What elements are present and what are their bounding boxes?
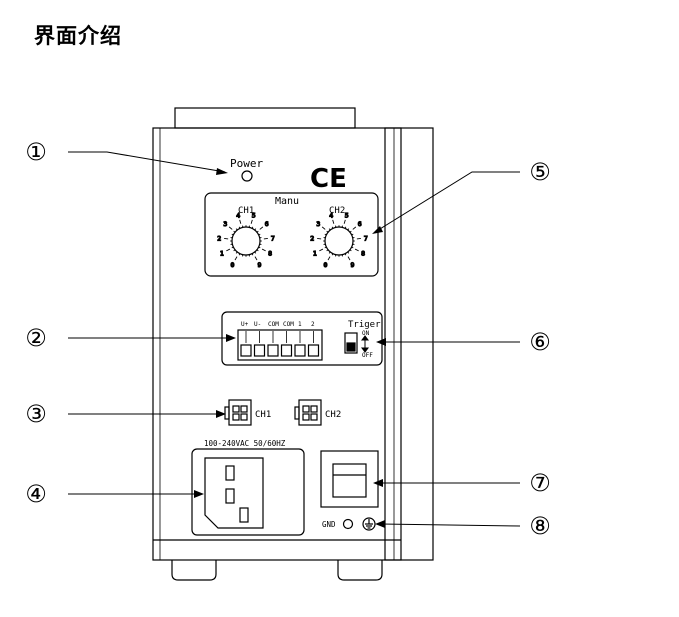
side-housing xyxy=(384,127,434,561)
voltage-label: 100-240VAC 50/60HZ xyxy=(204,439,286,448)
knob-scale-label: 4 xyxy=(236,212,240,220)
manu-label: Manu xyxy=(275,196,299,207)
terminal-block xyxy=(237,329,323,361)
knob-scale-label: 1 xyxy=(220,250,224,258)
leader-1 xyxy=(68,151,226,173)
terminal-screw xyxy=(240,344,252,357)
power-switch-bezel xyxy=(320,450,379,508)
ac-inlet xyxy=(191,448,305,536)
knob-scale-label: 6 xyxy=(358,220,362,228)
knob-scale-label: 5 xyxy=(252,212,256,220)
manual-panel xyxy=(204,192,379,277)
callout-1: ① xyxy=(25,138,47,166)
knob-scale-label: 3 xyxy=(223,220,227,228)
knob-scale-label: 8 xyxy=(268,250,272,258)
knob-scale-label: 9 xyxy=(351,261,355,269)
trigger-off-label: OFF xyxy=(362,352,373,359)
terminal-screw xyxy=(294,344,306,357)
knob-scale-label: 1 xyxy=(313,250,317,258)
knob-scale-label: 5 xyxy=(345,212,349,220)
callout-2: ② xyxy=(25,324,47,352)
ch1-connector-label: CH1 xyxy=(255,410,271,420)
terminal-label: 1 xyxy=(298,321,302,328)
ch1-knob-label: CH1 xyxy=(238,206,254,216)
terminal-screw xyxy=(267,344,279,357)
knob-scale-label: 3 xyxy=(316,220,320,228)
callout-8: ⑧ xyxy=(529,512,551,540)
trigger-label: Triger xyxy=(348,320,381,330)
power-indicator xyxy=(241,170,253,182)
ch2-knob-label: CH2 xyxy=(329,206,345,216)
ce-mark: CE xyxy=(310,164,347,194)
callout-6: ⑥ xyxy=(529,328,551,356)
top-handle xyxy=(174,107,356,129)
ch1-connector xyxy=(224,399,252,426)
knob-scale-label: 7 xyxy=(271,234,275,242)
knob-scale-label: 0 xyxy=(324,261,328,269)
terminal-screw xyxy=(307,344,320,357)
callout-5: ⑤ xyxy=(529,158,551,186)
knob-scale-label: 6 xyxy=(265,220,269,228)
knob-scale-label: 8 xyxy=(361,250,365,258)
leader-5 xyxy=(374,171,520,233)
ch2-connector-label: CH2 xyxy=(325,410,341,420)
gnd-hole xyxy=(342,518,354,530)
knob-scale-label: 2 xyxy=(217,234,221,242)
terminal-label: COM xyxy=(268,321,279,328)
callout-4: ④ xyxy=(25,480,47,508)
ch2-connector xyxy=(294,399,322,426)
foot-left xyxy=(171,560,217,581)
terminal-label: COM xyxy=(283,321,294,328)
terminal-label: 2 xyxy=(311,321,315,328)
knob-scale-label: 2 xyxy=(310,234,314,242)
leader-8 xyxy=(377,523,521,527)
knob-scale-label: 4 xyxy=(329,212,333,220)
terminal-screw xyxy=(280,344,293,357)
trigger-on-label: ON xyxy=(362,330,370,337)
knob-scale-label: 9 xyxy=(258,261,262,269)
terminal-label: U+ xyxy=(241,321,249,328)
terminal-screw xyxy=(253,344,266,357)
page-title: 界面介绍 xyxy=(34,24,122,48)
callout-7: ⑦ xyxy=(529,469,551,497)
gnd-label: GND xyxy=(322,520,336,529)
knob-scale-label: 7 xyxy=(364,234,368,242)
power-label: Power xyxy=(230,157,263,170)
foot-right xyxy=(337,560,383,581)
callout-3: ③ xyxy=(25,400,47,428)
terminal-label: U- xyxy=(254,321,261,328)
trigger-switch[interactable] xyxy=(344,332,358,354)
ground-terminal xyxy=(362,517,376,531)
knob-scale-label: 0 xyxy=(231,261,235,269)
power-switch[interactable] xyxy=(332,463,367,498)
